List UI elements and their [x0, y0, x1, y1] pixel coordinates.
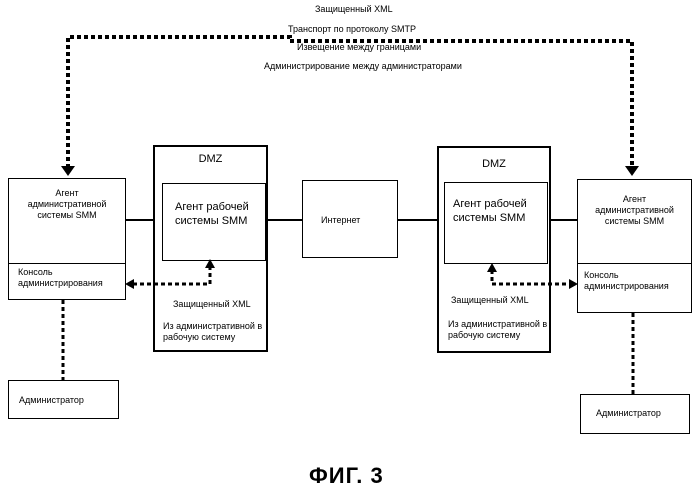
- left-admin-agent-box: Агент административной системы SMM Консо…: [8, 178, 126, 300]
- right-console-divider: [578, 263, 691, 264]
- left-dmz-title: DMZ: [155, 153, 266, 165]
- left-console-divider: [9, 263, 125, 264]
- left-dmz-box: DMZ Агент рабочей системы SMM Защищенный…: [153, 145, 268, 352]
- right-console-label: Консоль администрирования: [584, 270, 669, 292]
- left-dmz-direction-label: Из административной в рабочую систему: [163, 321, 262, 343]
- right-dmz-box: DMZ Агент рабочей системы SMM Защищенный…: [437, 146, 551, 353]
- left-dmz-agent-box: Агент рабочей системы SMM: [162, 183, 266, 261]
- top-label-admin-admin: Администрирование между администраторами: [264, 61, 462, 72]
- right-down-arrowhead: [625, 166, 639, 176]
- right-dmz-direction-label: Из административной в рабочую систему: [448, 319, 547, 341]
- left-administrator-label: Администратор: [19, 395, 84, 406]
- right-dmz-agent-label: Агент рабочей системы SMM: [453, 197, 527, 225]
- left-down-arrowhead: [61, 166, 75, 176]
- left-console-arrowhead: [125, 279, 134, 289]
- right-admin-agent-label: Агент административной системы SMM: [578, 194, 691, 227]
- right-dmz-agent-box: Агент рабочей системы SMM: [444, 182, 548, 264]
- left-admin-agent-label: Агент административной системы SMM: [9, 188, 125, 221]
- left-dmz-xml-label: Защищенный XML: [173, 299, 251, 310]
- right-dmz-title: DMZ: [439, 158, 549, 170]
- right-dmz-xml-label: Защищенный XML: [451, 295, 529, 306]
- internet-label: Интернет: [321, 215, 360, 226]
- internet-box: Интернет: [302, 180, 398, 258]
- top-label-smtp: Транспорт по протоколу SMTP: [288, 24, 416, 35]
- left-dmz-agent-label: Агент рабочей системы SMM: [175, 200, 249, 228]
- left-console-label: Консоль администрирования: [18, 267, 103, 289]
- right-admin-agent-box: Агент административной системы SMM Консо…: [577, 179, 692, 313]
- top-label-secure-xml: Защищенный XML: [315, 4, 393, 15]
- figure-caption: ФИГ. 3: [309, 463, 384, 489]
- left-administrator-box: Администратор: [8, 380, 119, 419]
- right-administrator-label: Администратор: [596, 408, 661, 419]
- right-administrator-box: Администратор: [580, 394, 690, 434]
- top-label-border-notice: Извещение между границами: [297, 42, 421, 53]
